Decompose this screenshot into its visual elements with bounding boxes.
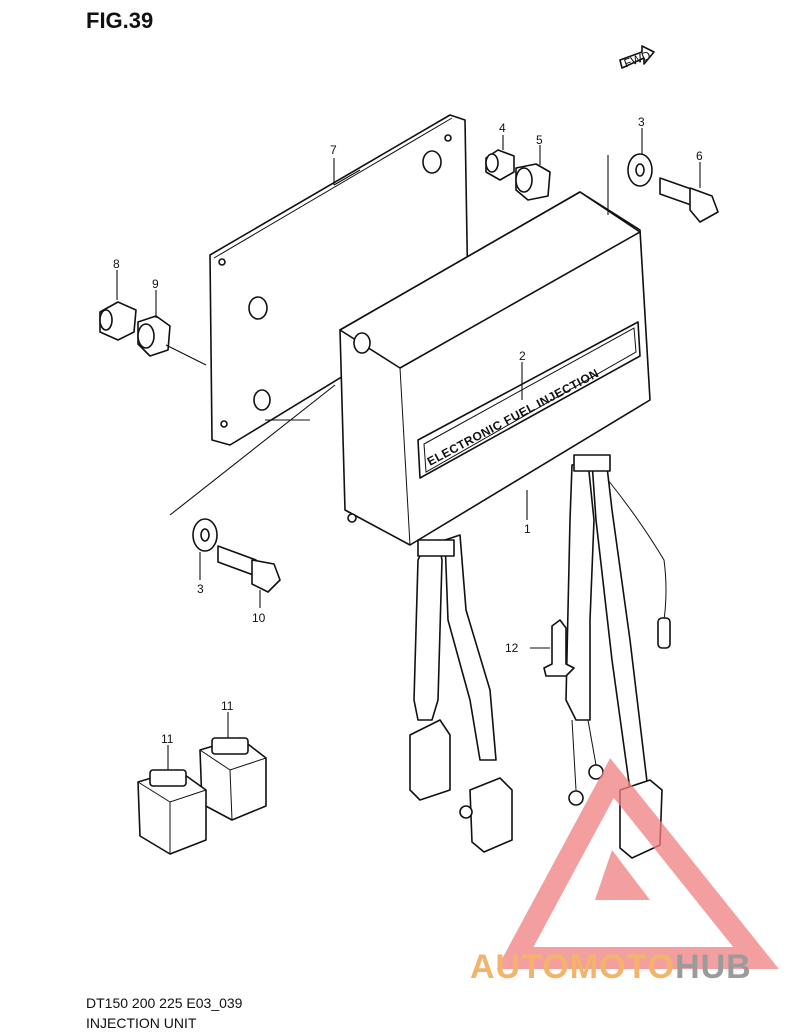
bolt-6[interactable] <box>659 177 719 223</box>
watermark-part2: HUB <box>675 948 752 986</box>
fwd-label: FWD <box>622 48 653 71</box>
washer-3-lower[interactable] <box>192 518 218 552</box>
clip-12[interactable] <box>543 619 575 677</box>
callout-3-upper: 3 <box>638 115 645 129</box>
diagram-name: INJECTION UNIT <box>86 1015 197 1031</box>
watermark-part1: AUTOMOTO <box>470 948 676 986</box>
callout-8: 8 <box>113 257 120 271</box>
callout-7: 7 <box>330 143 337 157</box>
callout-2: 2 <box>519 349 526 363</box>
grommet-9[interactable] <box>137 315 171 357</box>
collar-8[interactable] <box>99 301 137 341</box>
callout-3-lower: 3 <box>197 582 204 596</box>
callout-5: 5 <box>536 133 543 147</box>
callout-10: 10 <box>252 611 266 625</box>
callout-11-right: 11 <box>221 699 234 713</box>
forward-arrow-icon: FWD <box>619 45 655 71</box>
leader-lines <box>116 128 701 770</box>
washer-3-upper[interactable] <box>627 153 653 187</box>
watermark-logo <box>496 758 779 969</box>
bolt-10[interactable] <box>217 545 281 593</box>
model-code: DT150 200 225 E03_039 <box>86 995 243 1011</box>
grommet-5[interactable] <box>515 163 551 201</box>
callout-12: 12 <box>505 641 519 655</box>
figure-title: FIG.39 <box>86 8 154 33</box>
collar-4[interactable] <box>485 149 515 181</box>
callout-11-left: 11 <box>161 732 174 746</box>
callout-9: 9 <box>152 277 159 291</box>
callout-6: 6 <box>696 149 703 163</box>
injection-control-unit[interactable]: ELECTRONIC FUEL INJECTION <box>339 191 651 546</box>
relay-11-left[interactable] <box>137 769 207 855</box>
callout-4: 4 <box>499 121 506 135</box>
callout-1: 1 <box>524 522 531 536</box>
relay-11-right[interactable] <box>199 737 267 821</box>
watermark-text: AUTOMOTOHUB <box>470 948 752 987</box>
wiring-harness <box>409 454 671 859</box>
